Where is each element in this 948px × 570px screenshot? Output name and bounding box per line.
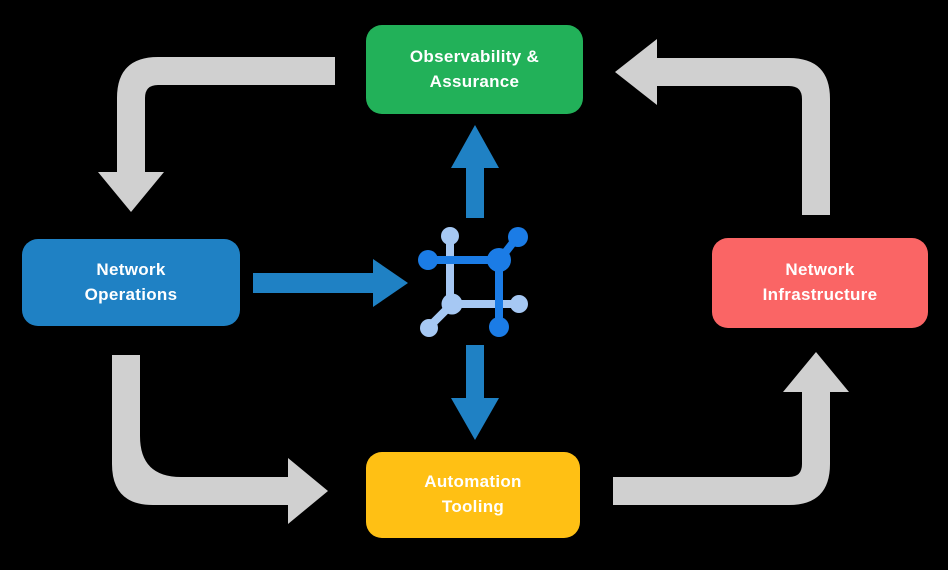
- node-infrastructure-label: Network Infrastructure: [762, 260, 878, 304]
- arrow-center-to-observability: [451, 125, 499, 218]
- node-automation-label: Automation Tooling: [424, 472, 522, 516]
- arrow-automation-to-infrastructure: [613, 352, 849, 505]
- icon-light-bottomleft-dot: [420, 319, 438, 337]
- node-network-operations: Network Operations: [22, 239, 240, 326]
- icon-light-corner-dot: [441, 293, 463, 315]
- arrow-operations-to-center: [253, 259, 408, 307]
- arrow-observability-to-operations: [98, 57, 335, 212]
- icon-bright-corner-dot: [487, 248, 511, 272]
- node-observability-label: Observability & Assurance: [409, 46, 540, 91]
- icon-bright-left-dot: [418, 250, 438, 270]
- arrow-center-to-automation: [451, 345, 499, 440]
- node-observability-assurance: Observability & Assurance: [366, 25, 583, 114]
- icon-light-top-dot: [441, 227, 459, 245]
- node-operations-label: Network Operations: [84, 259, 178, 304]
- node-automation-tooling: Automation Tooling: [366, 452, 580, 538]
- icon-bright-topright-dot: [508, 227, 528, 247]
- icon-light-right-dot: [510, 295, 528, 313]
- arrow-operations-to-automation: [112, 355, 328, 524]
- icon-bright-bottom-dot: [489, 317, 509, 337]
- arrow-infrastructure-to-observability: [615, 39, 830, 215]
- network-mesh-icon: [418, 227, 528, 337]
- node-network-infrastructure: Network Infrastructure: [712, 238, 928, 328]
